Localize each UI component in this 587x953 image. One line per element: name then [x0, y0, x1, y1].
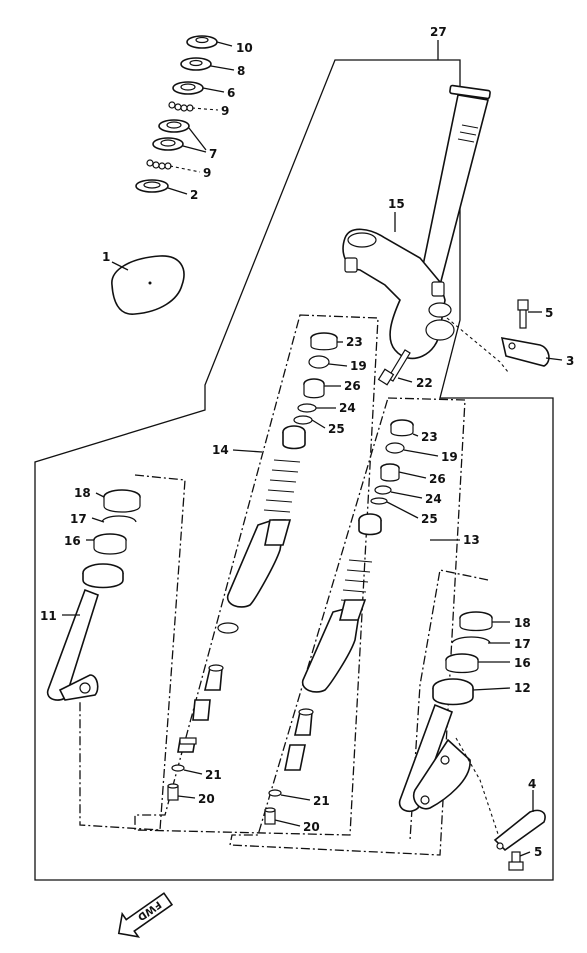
- part-19-oring-b: [385, 442, 405, 454]
- part-12-outer-tube-right: [398, 678, 474, 812]
- callout-25-a: 25: [328, 422, 345, 436]
- callout-19-b: 19: [441, 450, 458, 464]
- part-21-washer-b: [268, 789, 282, 797]
- leader-3-bracket: [446, 317, 509, 373]
- part-8-washer: [180, 57, 212, 71]
- callout-14: 14: [212, 443, 229, 457]
- callout-20-left: 20: [198, 792, 215, 806]
- callout-10: 10: [236, 41, 253, 55]
- part-13-inner-tube-assy: [284, 513, 382, 771]
- part-10-locknut: [186, 35, 218, 49]
- part-15-under-bracket: [342, 228, 455, 360]
- part-7-races: [152, 119, 190, 151]
- callout-7: 7: [209, 147, 217, 161]
- group-14-bracket: [134, 314, 379, 836]
- callout-16-left: 16: [64, 534, 81, 548]
- steering-nut-stack: [135, 35, 218, 193]
- part-24-washer-b: [374, 485, 392, 495]
- part-25-ring-b: [370, 497, 388, 505]
- callout-5-top: 5: [545, 306, 553, 320]
- part-27-steering-stem: [419, 84, 491, 286]
- callout-11: 11: [40, 609, 57, 623]
- part-17-clip-a: [101, 515, 137, 523]
- callout-17-right: 17: [514, 637, 531, 651]
- part-25-ring-a: [293, 415, 313, 425]
- callout-6: 6: [227, 86, 235, 100]
- callout-8: 8: [237, 64, 245, 78]
- part-18-seal-b: [459, 611, 493, 632]
- part-22-bolt: [377, 349, 411, 386]
- callout-26-a: 26: [344, 379, 361, 393]
- callout-17-left: 17: [70, 512, 87, 526]
- callout-13: 13: [463, 533, 480, 547]
- callout-23-b: 23: [421, 430, 438, 444]
- callout-3: 3: [566, 354, 574, 368]
- callout-5-bottom: 5: [534, 845, 542, 859]
- callout-12: 12: [514, 681, 531, 695]
- part-16-washer-a: [93, 533, 127, 555]
- callout-21-left: 21: [205, 768, 222, 782]
- part-9b-balls: [146, 159, 172, 170]
- part-5-bolt-top: [517, 299, 529, 329]
- group-11-bracket: [79, 474, 186, 831]
- leader-lines: [62, 40, 563, 857]
- part-20-bolt-b: [264, 807, 276, 825]
- callout-18-right: 18: [514, 616, 531, 630]
- callout-23-a: 23: [346, 335, 363, 349]
- part-1-cover: [111, 255, 185, 315]
- callout-20-right: 20: [303, 820, 320, 834]
- part-5-bolt-bottom: [508, 851, 524, 871]
- callout-18-left: 18: [74, 486, 91, 500]
- part-23-cap-a: [310, 332, 338, 351]
- callout-15: 15: [388, 197, 405, 211]
- callout-2: 2: [190, 188, 198, 202]
- callout-9-lower: 9: [203, 166, 211, 180]
- part-17-clip-b: [451, 636, 491, 644]
- forward-arrow-icon: FWD: [117, 892, 174, 938]
- callout-4: 4: [528, 777, 536, 791]
- assembly-outline-27: [34, 59, 554, 881]
- part-21-washer-a: [171, 764, 185, 772]
- part-2-dust-seal: [135, 179, 169, 193]
- callout-9-upper: 9: [221, 104, 229, 118]
- callout-24-b: 24: [425, 492, 442, 506]
- part-3-clamp: [500, 336, 550, 367]
- part-11-outer-tube-left: [46, 563, 124, 701]
- part-18-seal-a: [103, 489, 141, 513]
- part-9a-balls: [168, 101, 194, 112]
- part-4-bracket: [493, 809, 546, 852]
- part-26-spacer-a: [303, 378, 325, 399]
- part-16-washer-b: [445, 653, 479, 674]
- callout-25-b: 25: [421, 512, 438, 526]
- callout-16-right: 16: [514, 656, 531, 670]
- part-20-bolt-a: [167, 783, 179, 801]
- part-23-cap-b: [390, 419, 414, 437]
- part-19-oring-a: [308, 355, 330, 369]
- callout-1: 1: [102, 250, 110, 264]
- part-24-washer-a: [297, 403, 317, 413]
- callout-26-b: 26: [429, 472, 446, 486]
- part-14-inner-tube-assy: [177, 425, 306, 753]
- callout-19-a: 19: [350, 359, 367, 373]
- callout-21-right: 21: [313, 794, 330, 808]
- part-6-ringnut: [172, 81, 204, 95]
- callout-24-a: 24: [339, 401, 356, 415]
- callout-22: 22: [416, 376, 433, 390]
- leader-12-bracket: [455, 737, 501, 841]
- callout-27: 27: [430, 25, 447, 39]
- part-26-spacer-b: [380, 463, 400, 482]
